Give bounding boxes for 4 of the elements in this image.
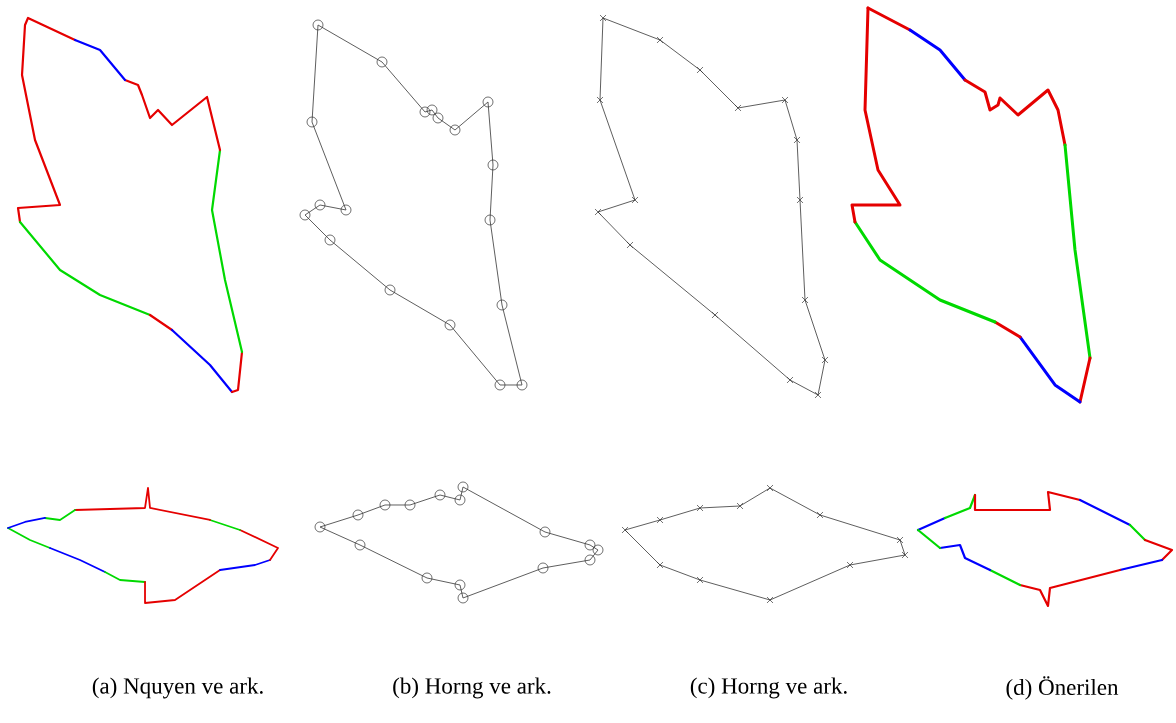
caption: (d) Önerilen	[1006, 676, 1119, 700]
caption: (b) Horng ve ark.	[393, 677, 551, 699]
caption: (c) Horng ve ark.	[690, 677, 847, 699]
caption: (a) Nquyen ve ark.	[92, 677, 263, 699]
